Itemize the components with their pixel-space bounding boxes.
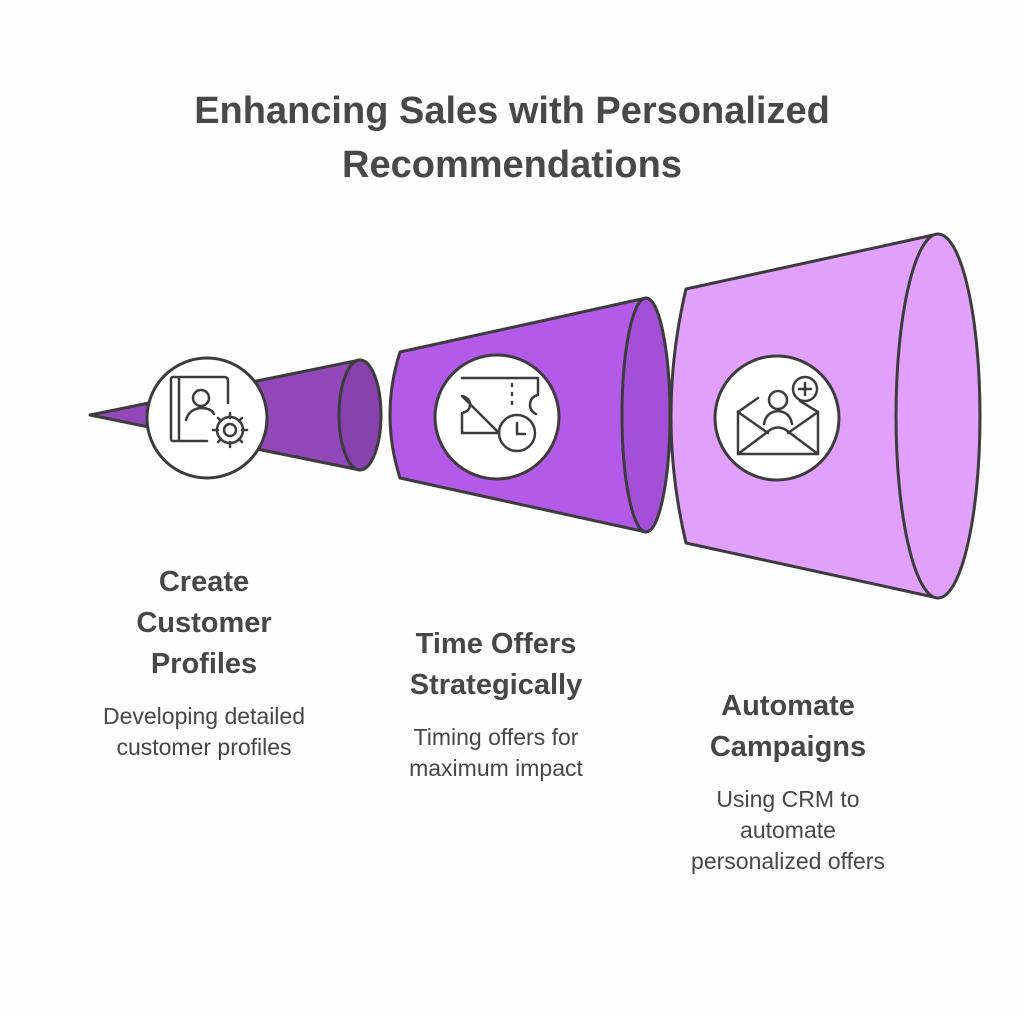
step-1-desc-line-1: Developing detailed <box>102 703 306 729</box>
step-1-desc-line-2: customer profiles <box>116 734 292 760</box>
step-1-description: Developing detailed customer profiles <box>68 701 340 763</box>
envelope-user-add-icon <box>713 354 841 482</box>
icon-1-circle <box>145 356 269 480</box>
step-3-desc-line-3: personalized offers <box>691 848 885 874</box>
step-time-offers-strategically: Time Offers Strategically Timing offers … <box>360 624 632 784</box>
ticket-clock-icon <box>433 353 561 481</box>
step-3-desc-line-1: Using CRM to <box>716 786 860 812</box>
stage-1-end <box>337 358 383 472</box>
step-3-heading-line-2: Campaigns <box>709 731 867 763</box>
step-3-heading-line-1: Automate <box>721 690 855 722</box>
step-2-description: Timing offers for maximum impact <box>360 722 632 784</box>
step-create-customer-profiles: Create Customer Profiles Developing deta… <box>68 562 340 763</box>
icon-2-circle <box>433 353 561 481</box>
step-3-description: Using CRM to automate personalized offer… <box>652 784 924 877</box>
step-1-heading: Create Customer Profiles <box>68 562 340 685</box>
step-2-desc-line-1: Timing offers for <box>413 724 579 750</box>
customer-profile-gear-icon <box>145 356 269 480</box>
step-automate-campaigns: Automate Campaigns Using CRM to automate… <box>652 686 924 877</box>
step-2-desc-line-2: maximum impact <box>409 755 583 781</box>
step-1-heading-line-1: Create <box>158 566 250 598</box>
step-2-heading-line-1: Time Offers <box>415 628 577 660</box>
title-line-1: Enhancing Sales with Personalized <box>194 90 830 132</box>
step-2-heading: Time Offers Strategically <box>360 624 632 706</box>
stage-3-end <box>894 232 982 600</box>
stage-2-end <box>620 296 672 534</box>
step-2-heading-line-2: Strategically <box>409 669 583 701</box>
title-line-2: Recommendations <box>342 144 682 186</box>
step-3-desc-line-2: automate <box>740 817 836 843</box>
diagram-title: Enhancing Sales with Personalized Recomm… <box>112 84 912 192</box>
step-1-heading-line-3: Profiles <box>150 648 258 680</box>
step-3-heading: Automate Campaigns <box>652 686 924 768</box>
icon-3-circle <box>713 354 841 482</box>
step-1-heading-line-2: Customer <box>136 607 272 639</box>
